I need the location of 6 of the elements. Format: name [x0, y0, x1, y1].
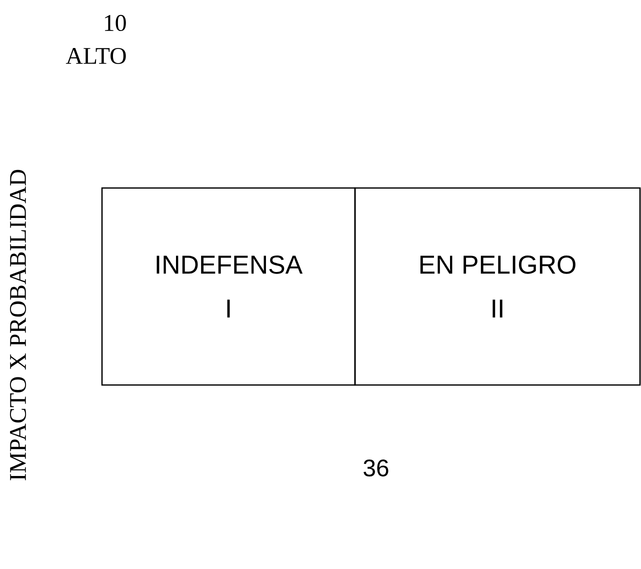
- label-text: 10: [105, 14, 126, 32]
- quadrant-box: EN PELIGRO II: [354, 187, 641, 386]
- label-text: ALTO: [66, 48, 126, 64]
- axis-label: IMPACTO X PROBABILIDAD: [10, 170, 26, 480]
- label-text: 36: [364, 460, 388, 476]
- quadrant-box: INDEFENSA I: [101, 187, 356, 386]
